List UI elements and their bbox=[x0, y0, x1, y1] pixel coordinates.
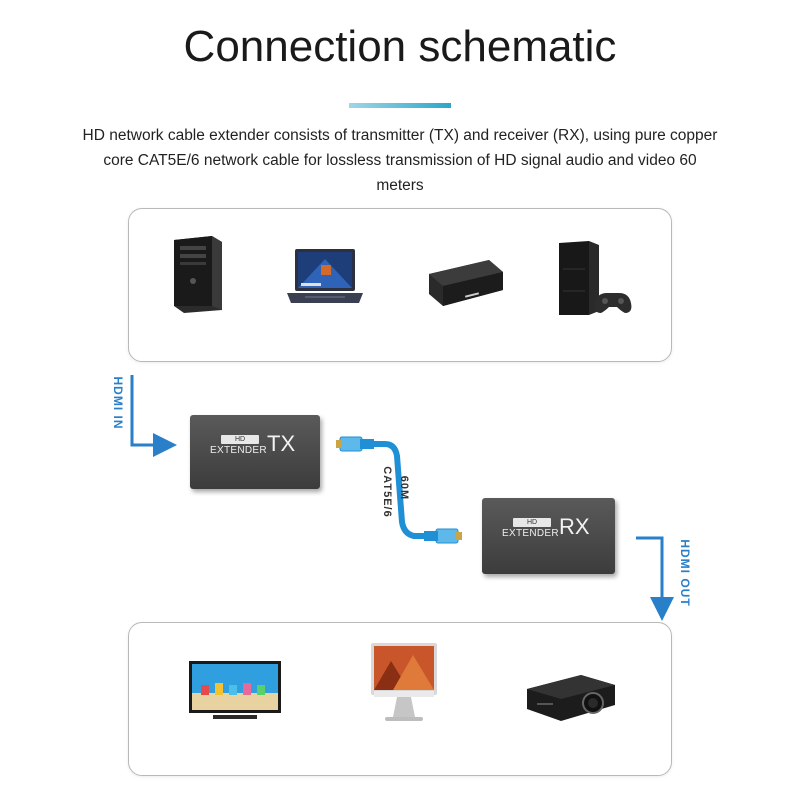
laptop-icon bbox=[287, 249, 363, 303]
set-top-box-icon bbox=[429, 260, 503, 306]
game-console-icon bbox=[559, 241, 632, 315]
rx-brand-label: EXTENDER bbox=[502, 528, 559, 539]
cable-distance-label: 60M bbox=[398, 475, 410, 501]
network-cable bbox=[336, 436, 462, 544]
projector-icon bbox=[527, 675, 615, 721]
hdmi-out-label: HDMI OUT bbox=[678, 539, 692, 607]
desktop-pc-icon bbox=[174, 236, 222, 313]
source-devices-panel bbox=[128, 208, 672, 362]
tx-code-label: TX bbox=[267, 431, 296, 456]
tv-icon bbox=[189, 661, 281, 719]
hdmi-in-arrow bbox=[130, 375, 177, 457]
tx-brand-label: EXTENDER bbox=[210, 445, 267, 456]
page-title: Connection schematic bbox=[183, 22, 617, 71]
tx-badge: HD bbox=[221, 435, 259, 444]
monitor-icon bbox=[371, 643, 437, 721]
title-accent-bar bbox=[349, 103, 451, 108]
cable-type-label: CAT5E/6 bbox=[381, 466, 393, 518]
hdmi-in-label: HDMI IN bbox=[111, 376, 125, 430]
receiver-unit: HD EXTENDER RX bbox=[482, 498, 615, 574]
hdmi-out-arrow bbox=[636, 536, 674, 621]
description-text: HD network cable extender consists of tr… bbox=[82, 127, 718, 194]
rx-code-label: RX bbox=[559, 514, 590, 539]
display-devices-panel bbox=[128, 622, 672, 776]
transmitter-unit: HD EXTENDER TX bbox=[190, 415, 320, 489]
rx-badge: HD bbox=[513, 518, 551, 527]
